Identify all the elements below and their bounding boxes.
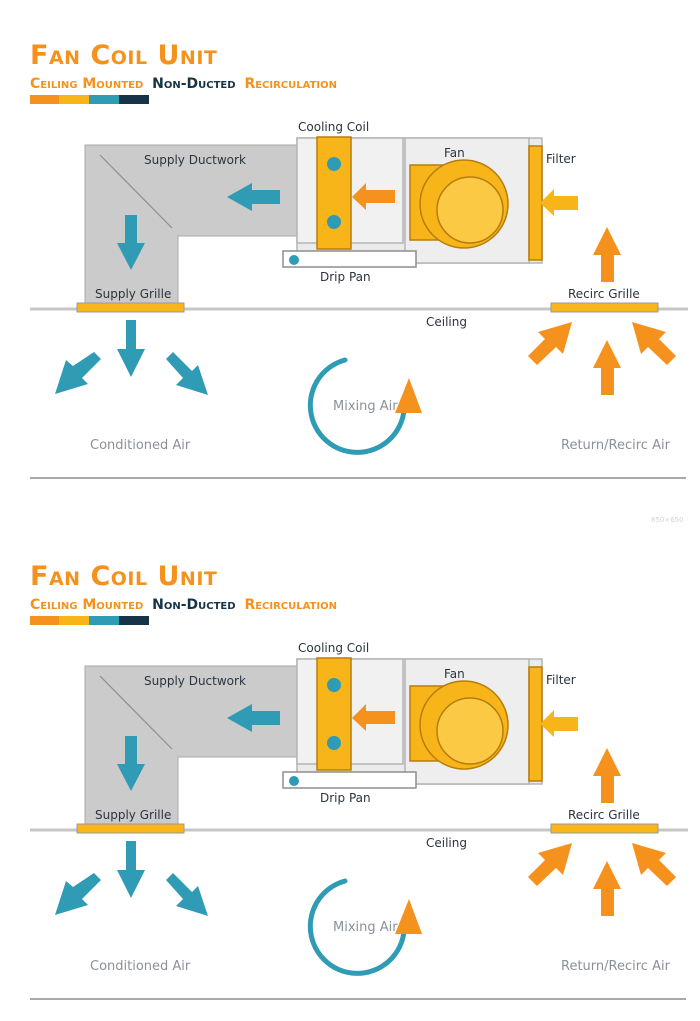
recirc-grille xyxy=(550,302,659,313)
mixing-arrowhead-icon xyxy=(395,378,422,413)
supply-flow-arrow-icon xyxy=(227,183,280,211)
ceiling-label: Ceiling xyxy=(426,836,467,850)
supply-ductwork xyxy=(84,144,298,311)
cooling-coil-label: Cooling Coil xyxy=(298,120,369,134)
filter-label: Filter xyxy=(546,152,576,166)
recirc-grille xyxy=(550,823,659,834)
conditioned-air-label: Conditioned Air xyxy=(90,959,191,974)
coil-inflow-arrow-icon xyxy=(352,704,395,731)
conditioned-air-arrows xyxy=(55,320,208,395)
color-key-bar xyxy=(30,95,149,104)
diagram-title: Fan Coil Unit xyxy=(30,40,217,71)
coil-pipe-icon xyxy=(327,736,341,750)
filter-label: Filter xyxy=(546,673,576,687)
supply-ductwork-label: Supply Ductwork xyxy=(144,153,246,167)
down-arrow-icon xyxy=(117,841,145,898)
filter-inflow-arrow-icon xyxy=(540,710,578,737)
supply-grille-label: Supply Grille xyxy=(95,287,171,301)
drip-pan-label: Drip Pan xyxy=(320,791,371,805)
down-right-arrow-icon xyxy=(166,352,208,395)
mixing-air-label: Mixing Air xyxy=(333,920,398,935)
return-air-label: Return/Recirc Air xyxy=(561,959,671,974)
fan-label: Fan xyxy=(444,667,465,681)
recirc-up-arrow-icon xyxy=(593,227,621,282)
supply-grille-label: Supply Grille xyxy=(95,808,171,822)
filter-inflow-arrow-icon xyxy=(540,189,578,216)
coil-pipe-icon xyxy=(327,157,341,171)
mixing-air-circle xyxy=(307,878,407,976)
duct-turning-vane xyxy=(99,154,173,229)
drip-pan-label: Drip Pan xyxy=(320,270,371,284)
supply-flow-arrow-icon xyxy=(227,704,280,732)
diagram-subtitle: Ceiling Mounted Non-Ducted Recirculation xyxy=(30,76,337,92)
mixing-air-circle xyxy=(307,357,407,455)
drip-drop-icon xyxy=(289,776,299,786)
drip-drop-icon xyxy=(289,255,299,265)
return-air-label: Return/Recirc Air xyxy=(561,438,671,453)
mixing-arrowhead-icon xyxy=(395,899,422,934)
conditioned-air-arrows xyxy=(55,841,208,916)
cooling-coil-label: Cooling Coil xyxy=(298,641,369,655)
supply-ductwork xyxy=(84,665,298,832)
diagram-title: Fan Coil Unit xyxy=(30,561,217,592)
mixing-air-label: Mixing Air xyxy=(333,399,398,414)
up-left-arrow-icon xyxy=(632,843,676,886)
duct-turning-vane xyxy=(99,675,173,750)
up-arrow-icon xyxy=(593,340,621,395)
supply-grille xyxy=(76,823,185,834)
duct-down-arrow-icon xyxy=(117,736,145,791)
down-left-arrow-icon xyxy=(55,873,101,915)
diagram-panel-2: Fan Coil Unit Ceiling Mounted Non-Ducted… xyxy=(0,521,700,1021)
watermark: 850×650 xyxy=(651,516,684,524)
duct-down-arrow-icon xyxy=(117,215,145,270)
fan-coil-diagram: Fan Coil Unit Ceiling Mounted Non-Ducted… xyxy=(30,561,688,1000)
diagram-panel-1: Fan Coil Unit Ceiling Mounted Non-Ducted… xyxy=(0,0,700,524)
fan-icon xyxy=(409,680,509,770)
color-key-bar xyxy=(30,616,149,625)
cooling-coil xyxy=(316,136,352,250)
recirc-up-arrow-icon xyxy=(593,748,621,803)
drip-pan xyxy=(282,771,417,789)
fan-coil-diagram: Fan Coil Unit Ceiling Mounted Non-Ducted… xyxy=(30,40,688,524)
down-arrow-icon xyxy=(117,320,145,377)
diagram-subtitle: Ceiling Mounted Non-Ducted Recirculation xyxy=(30,597,337,613)
conditioned-air-label: Conditioned Air xyxy=(90,438,191,453)
recirc-grille-label: Recirc Grille xyxy=(568,287,640,301)
supply-ductwork-label: Supply Ductwork xyxy=(144,674,246,688)
coil-inflow-arrow-icon xyxy=(352,183,395,210)
down-left-arrow-icon xyxy=(55,352,101,394)
return-air-arrows xyxy=(528,843,676,916)
coil-pipe-icon xyxy=(327,215,341,229)
coil-pipe-icon xyxy=(327,678,341,692)
fan-label: Fan xyxy=(444,146,465,160)
ceiling-label: Ceiling xyxy=(426,315,467,329)
up-right-arrow-icon xyxy=(528,843,572,886)
drip-pan xyxy=(282,250,417,268)
supply-grille xyxy=(76,302,185,313)
recirc-grille-label: Recirc Grille xyxy=(568,808,640,822)
up-left-arrow-icon xyxy=(632,322,676,365)
up-right-arrow-icon xyxy=(528,322,572,365)
down-right-arrow-icon xyxy=(166,873,208,916)
fan-icon xyxy=(409,159,509,249)
return-air-arrows xyxy=(528,322,676,395)
cooling-coil xyxy=(316,657,352,771)
up-arrow-icon xyxy=(593,861,621,916)
